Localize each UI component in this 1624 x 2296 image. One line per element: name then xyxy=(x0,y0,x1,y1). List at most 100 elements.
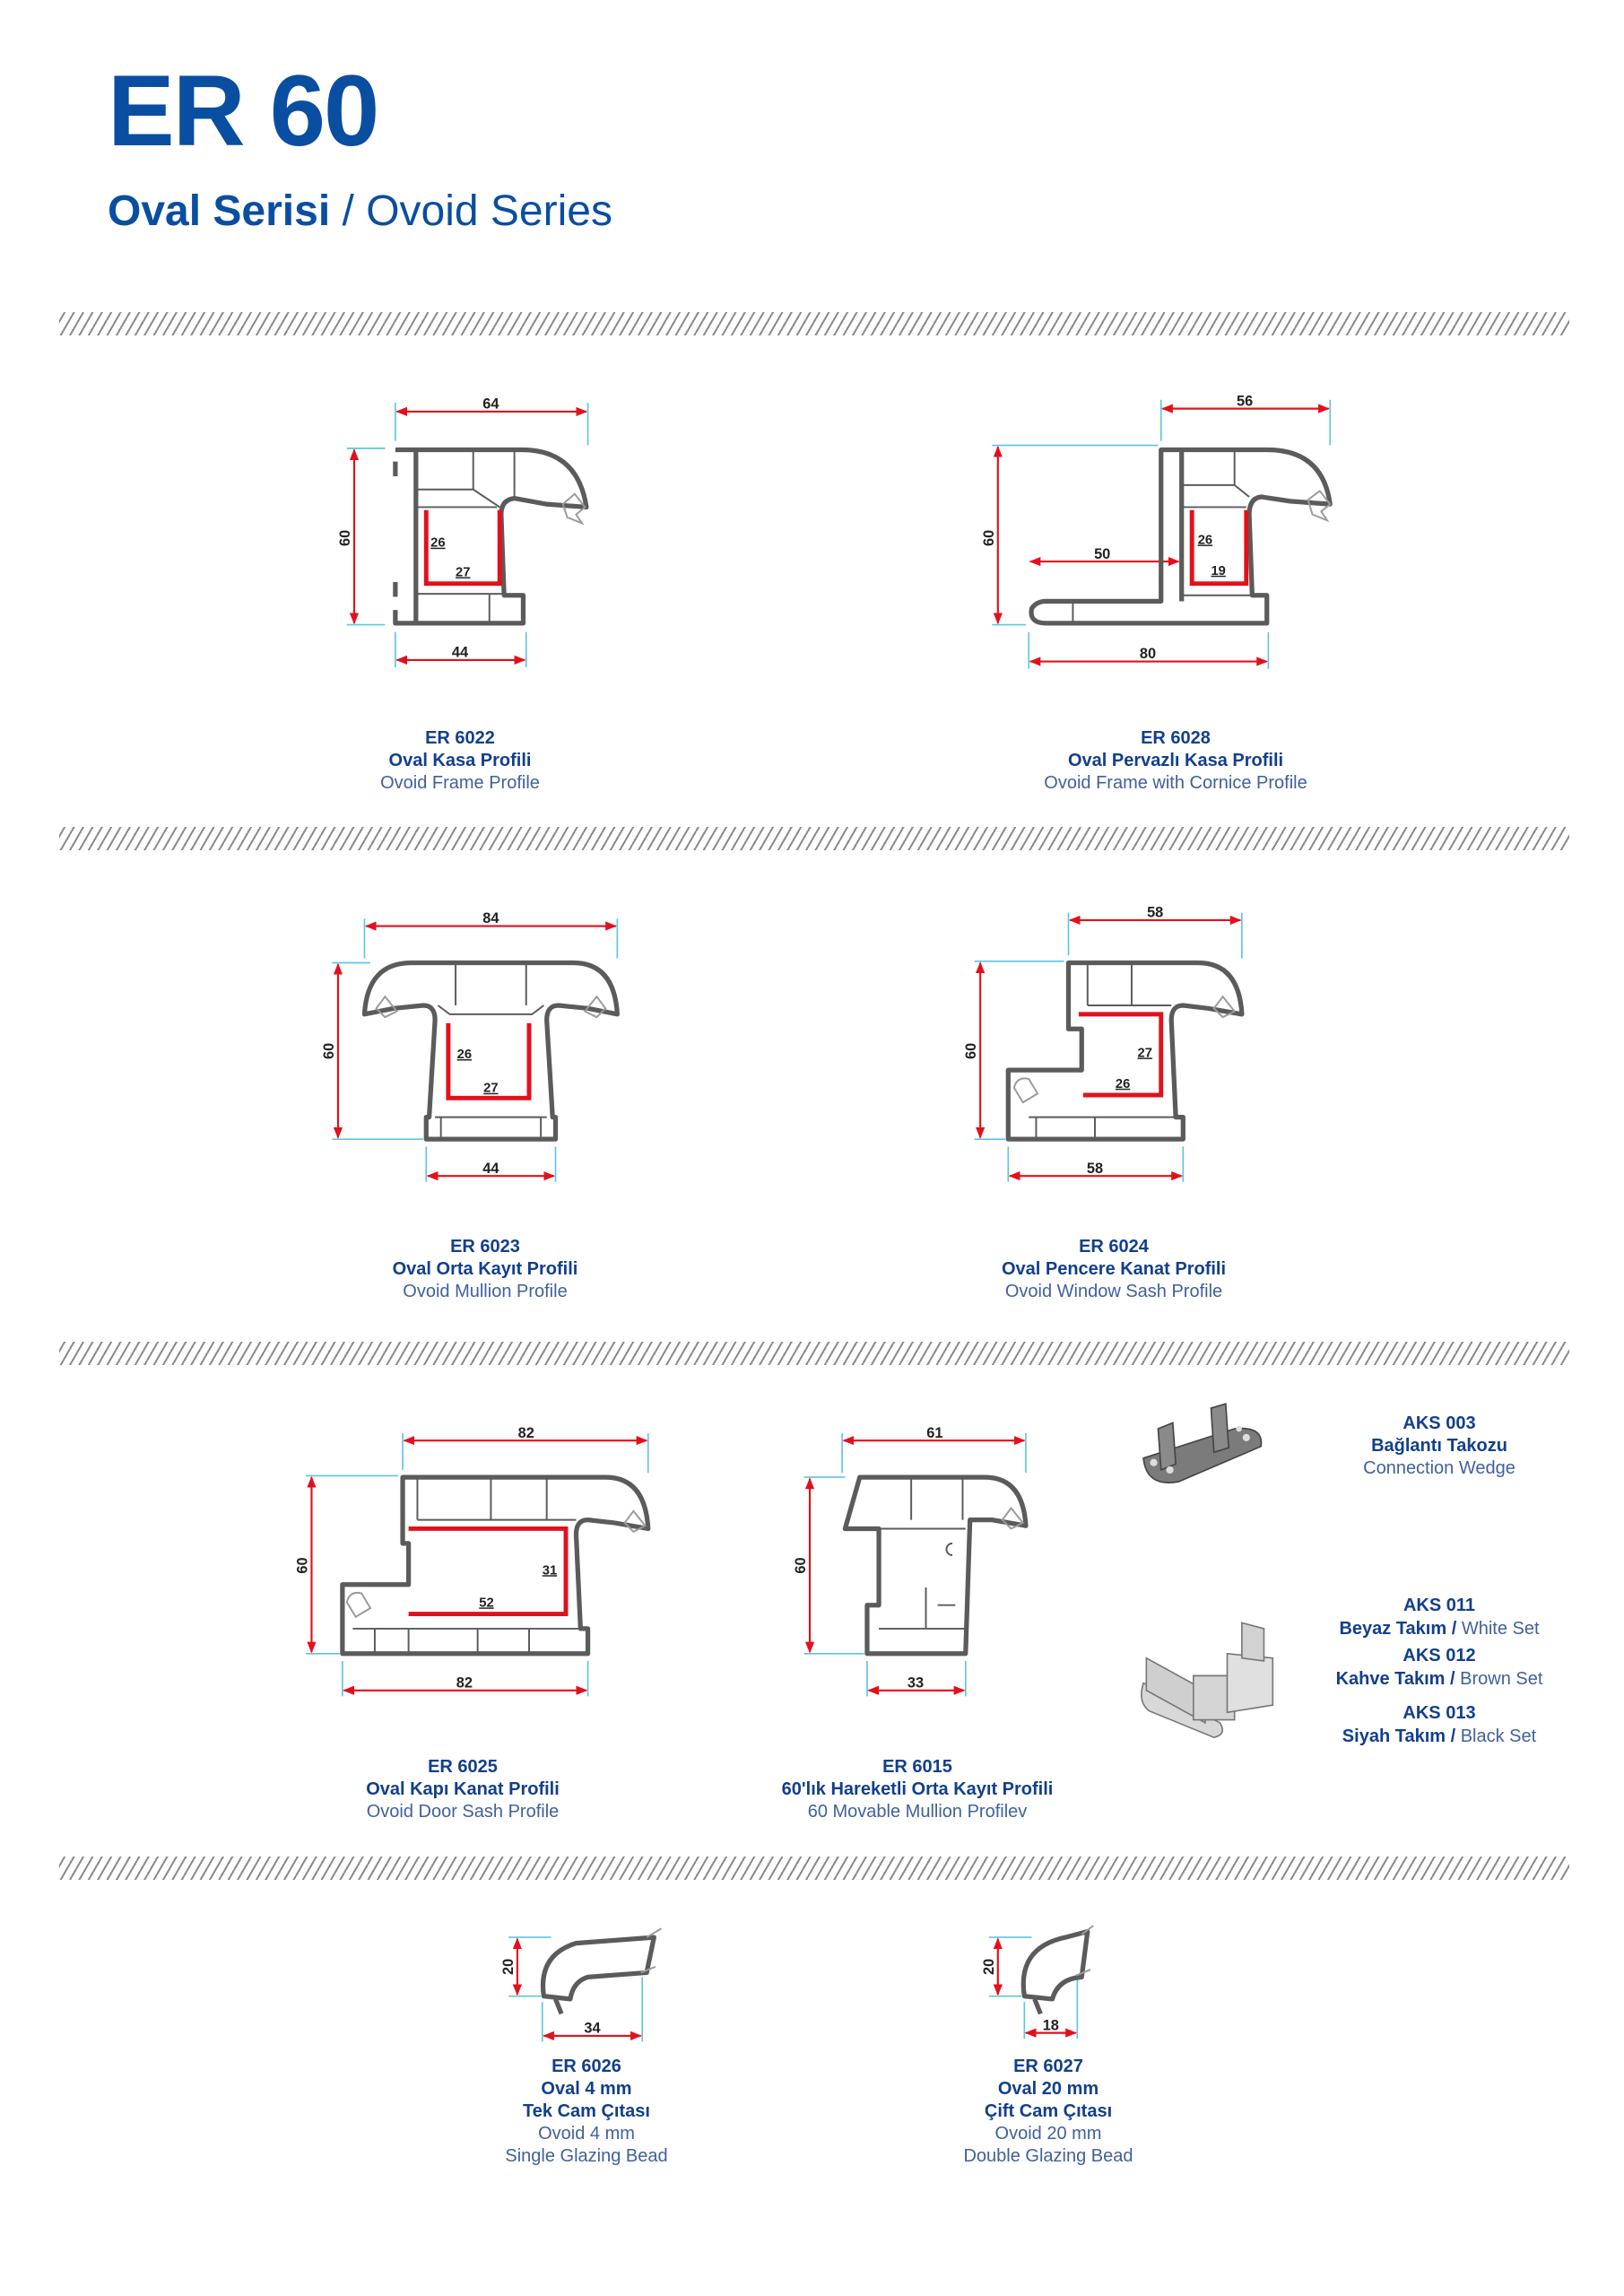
page-subtitle: Oval Serisi / Ovoid Series xyxy=(108,190,612,233)
dim-label: 26 xyxy=(1198,533,1212,547)
product-code: ER 6023 xyxy=(450,1237,520,1257)
caption-aks-sets: AKS 011 Beyaz Takım / White Set AKS 012 … xyxy=(1170,1594,1624,1748)
product-name-en: Ovoid 20 mm xyxy=(994,2124,1102,2144)
product-name-en: Ovoid Frame Profile xyxy=(380,773,540,793)
product-name-en: Ovoid Frame with Cornice Profile xyxy=(1044,773,1307,793)
dim-label: 60 xyxy=(295,1557,311,1573)
product-code: AKS 003 xyxy=(1403,1413,1476,1433)
profile-er6028-drawing: 26 19 56 60 50 80 xyxy=(981,393,1333,669)
dim-label: 56 xyxy=(1237,393,1253,409)
dim-label: 60 xyxy=(321,1043,337,1059)
subtitle-tr: Oval Serisi xyxy=(108,187,331,235)
product-code: AKS 011 xyxy=(1403,1596,1476,1615)
product-name-tr: Oval 20 mm xyxy=(997,2079,1099,2099)
dim-label: 26 xyxy=(430,536,445,551)
caption-er6028: ER 6028 Oval Pervazlı Kasa Profili Ovoid… xyxy=(907,727,1445,795)
set-name-tr: Kahve Takım xyxy=(1335,1669,1446,1689)
profile-er6022-drawing: 26 27 64 60 44 xyxy=(337,396,589,668)
dim-label: 52 xyxy=(479,1596,493,1610)
product-name-en: Ovoid 4 mm xyxy=(538,2124,635,2144)
hatch-divider xyxy=(59,1342,1569,1365)
dim-label: 64 xyxy=(482,396,499,413)
hatch-divider xyxy=(59,312,1569,335)
separator: / xyxy=(1451,1619,1457,1639)
product-name-tr: Bağlantı Takozu xyxy=(1371,1436,1507,1456)
dim-label: 60 xyxy=(337,530,353,546)
dim-label: 80 xyxy=(1140,646,1156,662)
hatch-divider xyxy=(59,1857,1569,1880)
profile-er6025-drawing: 31 52 82 60 82 xyxy=(295,1425,651,1697)
dim-label: 58 xyxy=(1147,905,1163,921)
dim-label: 60 xyxy=(981,530,997,546)
dim-label: 31 xyxy=(543,1563,557,1578)
product-name-en: Double Glazing Bead xyxy=(963,2146,1133,2166)
dim-label: 50 xyxy=(1094,546,1110,562)
dim-label: 19 xyxy=(1211,564,1225,578)
dim-label: 20 xyxy=(500,1959,517,1975)
product-name-en: Single Glazing Bead xyxy=(505,2146,668,2166)
set-name-en: Black Set xyxy=(1460,1726,1537,1746)
set-name-tr: Beyaz Takım xyxy=(1339,1619,1447,1639)
dim-label: 33 xyxy=(908,1674,924,1691)
dim-label: 26 xyxy=(1116,1077,1130,1091)
caption-er6015: ER 6015 60'lık Hareketli Orta Kayıt Prof… xyxy=(648,1756,1186,1823)
product-name-tr: Oval Orta Kayıt Profili xyxy=(392,1259,578,1279)
product-name-tr: Tek Cam Çıtası xyxy=(523,2101,650,2121)
dim-label: 58 xyxy=(1087,1161,1103,1177)
product-code: AKS 012 xyxy=(1403,1646,1476,1665)
product-name-tr: Çift Cam Çıtası xyxy=(984,2101,1113,2121)
product-name-tr: Oval Kapı Kanat Profili xyxy=(366,1779,560,1799)
caption-er6023: ER 6023 Oval Orta Kayıt Profili Ovoid Mu… xyxy=(216,1236,754,1303)
product-name-tr: Oval Pervazlı Kasa Profili xyxy=(1067,751,1284,770)
caption-er6025: ER 6025 Oval Kapı Kanat Profili Ovoid Do… xyxy=(194,1756,732,1823)
product-name-tr: Oval Pencere Kanat Profili xyxy=(1001,1259,1227,1279)
dim-label: 60 xyxy=(963,1043,979,1059)
dim-label: 27 xyxy=(456,565,470,579)
caption-er6024: ER 6024 Oval Pencere Kanat Profili Ovoid… xyxy=(845,1236,1383,1303)
accessory-set-image xyxy=(1141,1622,1274,1739)
product-code: ER 6024 xyxy=(1079,1237,1149,1257)
product-code: ER 6026 xyxy=(551,2057,621,2076)
dim-label: 82 xyxy=(518,1425,534,1441)
profile-er6023-drawing: 26 27 84 60 44 xyxy=(321,910,620,1182)
dim-label: 84 xyxy=(482,910,499,926)
dim-label: 20 xyxy=(981,1959,997,1975)
dim-label: 61 xyxy=(926,1425,942,1441)
caption-er6027: ER 6027 Oval 20 mm Çift Cam Çıtası Ovoid… xyxy=(779,2056,1317,2168)
connection-wedge-image xyxy=(1142,1403,1263,1483)
page-title: ER 60 xyxy=(108,55,379,167)
product-name-tr: 60'lık Hareketli Orta Kayıt Profili xyxy=(781,1779,1054,1799)
profile-er6027-drawing: 20 18 xyxy=(981,1925,1094,2039)
dim-label: 27 xyxy=(1138,1046,1152,1060)
subtitle-en: Ovoid Series xyxy=(366,187,612,235)
dim-label: 18 xyxy=(1043,2017,1059,2033)
caption-er6022: ER 6022 Oval Kasa Profili Ovoid Frame Pr… xyxy=(191,727,729,795)
dim-label: 27 xyxy=(483,1082,498,1096)
dim-label: 44 xyxy=(482,1161,499,1177)
profile-er6026-drawing: 20 34 xyxy=(500,1927,663,2042)
product-name-en: Ovoid Mullion Profile xyxy=(403,1282,568,1301)
product-code: ER 6027 xyxy=(1013,2057,1083,2076)
product-name-en: Ovoid Door Sash Profile xyxy=(366,1802,560,1822)
separator: / xyxy=(1450,1726,1456,1746)
product-name-en: 60 Movable Mullion Profilev xyxy=(807,1802,1028,1822)
dim-label: 26 xyxy=(457,1048,472,1062)
dim-label: 60 xyxy=(793,1557,809,1573)
product-code: ER 6028 xyxy=(1141,728,1211,748)
caption-aks003: AKS 003 Bağlantı Takozu Connection Wedge xyxy=(1170,1413,1624,1480)
product-name-en: Connection Wedge xyxy=(1363,1458,1515,1478)
separator: / xyxy=(1450,1669,1455,1689)
caption-er6026: ER 6026 Oval 4 mm Tek Cam Çıtası Ovoid 4… xyxy=(317,2056,855,2168)
product-code: AKS 013 xyxy=(1403,1703,1476,1723)
set-name-tr: Siyah Takım xyxy=(1342,1726,1446,1746)
profile-er6024-drawing: 27 26 58 60 58 xyxy=(963,905,1245,1182)
product-code: ER 6025 xyxy=(428,1757,498,1777)
dim-label: 82 xyxy=(456,1674,473,1691)
product-name-tr: Oval Kasa Profili xyxy=(388,751,532,770)
product-name-tr: Oval 4 mm xyxy=(541,2079,632,2099)
product-code: ER 6022 xyxy=(425,728,495,748)
profile-er6015-drawing: 61 60 33 xyxy=(793,1425,1029,1697)
hatch-divider xyxy=(59,827,1569,850)
subtitle-separator: / xyxy=(342,187,354,235)
